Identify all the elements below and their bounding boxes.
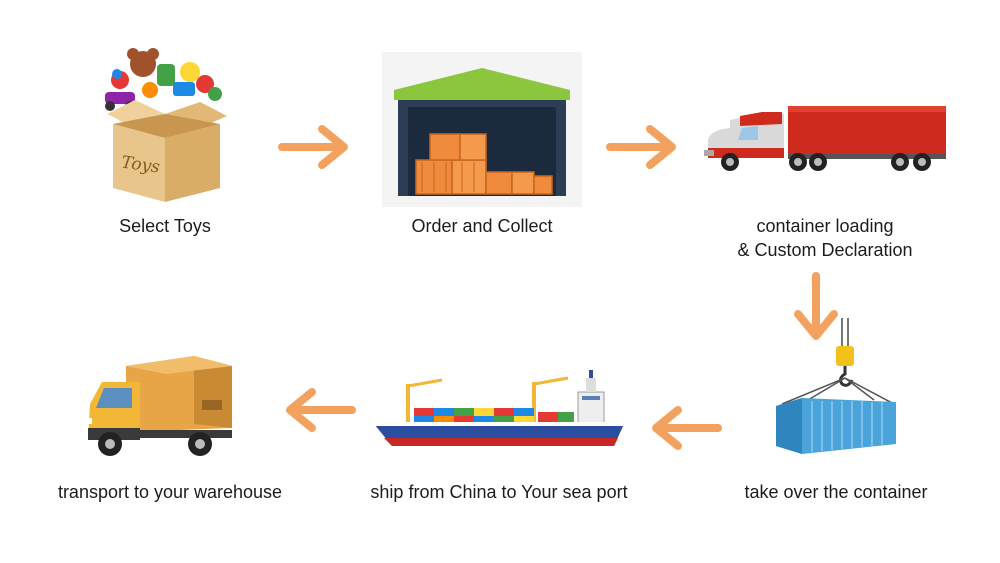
caption-line-2: & Custom Declaration	[737, 240, 913, 260]
right-arrow-icon	[606, 125, 676, 169]
warehouse-icon	[382, 52, 582, 207]
arrow-right-2	[606, 125, 680, 169]
caption-order-collect: Order and Collect	[411, 216, 553, 236]
step-transport	[82, 352, 238, 460]
caption-transport: transport to your warehouse	[57, 482, 283, 502]
step-select-toys: Toys	[95, 42, 235, 207]
semi-truck-icon	[704, 106, 946, 171]
step-take-over	[768, 318, 898, 460]
step-container-loading	[700, 100, 950, 175]
arrow-down	[794, 272, 838, 344]
caption-take-over: take over the container	[744, 482, 928, 502]
caption-ship: ship from China to Your sea port	[370, 482, 628, 502]
step-order-collect	[382, 52, 582, 207]
left-arrow-icon	[652, 406, 722, 450]
right-arrow-icon	[278, 125, 348, 169]
caption-container-loading: container loading & Custom Declaration	[700, 214, 950, 262]
step-ship	[372, 368, 628, 450]
cargo-ship-icon	[374, 370, 624, 446]
caption-line-1: container loading	[756, 216, 894, 236]
arrow-left-1	[648, 406, 722, 450]
caption-select-toys: Select Toys	[119, 216, 211, 236]
down-arrow-icon	[794, 272, 838, 340]
arrow-left-2	[282, 388, 356, 432]
toy-box-icon: Toys	[105, 48, 227, 202]
delivery-van-icon	[84, 356, 232, 456]
left-arrow-icon	[286, 388, 356, 432]
arrow-right-1	[278, 125, 352, 169]
hooked-container-icon	[776, 318, 896, 454]
